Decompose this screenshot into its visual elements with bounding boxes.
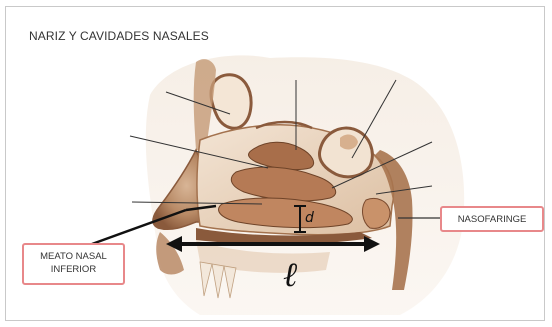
label-meato-nasal-inferior: MEATO NASAL INFERIOR bbox=[22, 243, 125, 285]
adenoid-region bbox=[363, 199, 390, 229]
label-nasofaringe: NASOFARINGE bbox=[440, 206, 544, 232]
diameter-symbol: d bbox=[305, 210, 314, 226]
label-meato-line2: INFERIOR bbox=[24, 264, 123, 277]
label-nasofaringe-text: NASOFARINGE bbox=[458, 214, 527, 225]
label-meato-line1: MEATO NASAL bbox=[24, 251, 123, 264]
length-symbol: ℓ bbox=[283, 255, 297, 295]
